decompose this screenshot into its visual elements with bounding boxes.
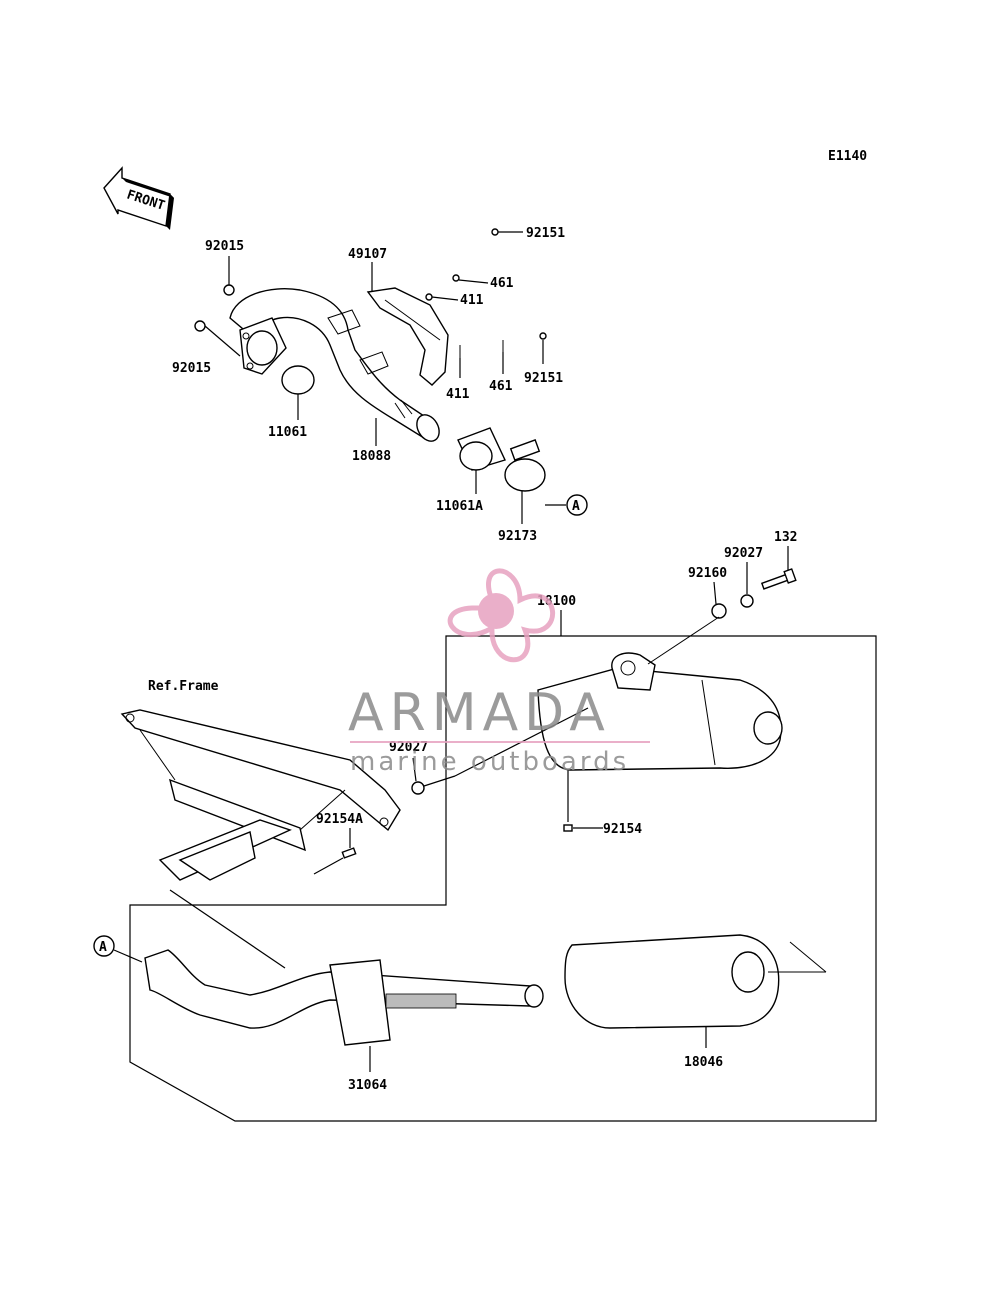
svg-text:A: A (572, 499, 580, 514)
label-411-top: 411 (460, 293, 484, 308)
label-31064: 31064 (348, 1078, 387, 1093)
label-11061a: 11061A (436, 499, 483, 514)
perforated-section (385, 993, 457, 1009)
label-92151-top: 92151 (526, 226, 565, 241)
silencer-body (564, 934, 827, 1029)
label-49107: 49107 (348, 247, 387, 262)
label-132: 132 (774, 530, 797, 545)
armada-logo (447, 568, 556, 663)
front-arrow-icon: FRONT (103, 166, 174, 230)
washer-top (452, 274, 460, 282)
header-flange (239, 317, 287, 375)
pipe-clamp (504, 439, 546, 492)
bolt-92154 (563, 770, 603, 832)
label-92027-left: 92027 (389, 740, 428, 755)
collar-top (425, 293, 433, 301)
diagram-code: E1140 (828, 149, 867, 164)
exhaust-header-pipe (229, 288, 440, 442)
label-92015-top: 92015 (205, 239, 244, 254)
axis-line-left (423, 775, 456, 787)
bolt-92154a (341, 847, 357, 859)
nut-top (223, 284, 235, 296)
damper-92160 (711, 603, 727, 619)
ref-frame-label: Ref.Frame (148, 679, 219, 694)
watermark-tagline: marine outboards (350, 747, 629, 777)
watermark-brand: ARMADA (348, 683, 611, 743)
leader-lines-upper (204, 231, 566, 524)
label-92173: 92173 (498, 529, 537, 544)
label-18088: 18088 (352, 449, 391, 464)
connector-sleeve (457, 427, 506, 471)
label-92154a: 92154A (316, 812, 363, 827)
bolt-bottom (539, 332, 547, 340)
label-461-top: 461 (490, 276, 514, 291)
nut-bottom (194, 320, 206, 332)
bolt-top (491, 228, 499, 236)
muffler-body (537, 616, 783, 771)
ref-marker-a-bottom: A (93, 935, 115, 957)
subframe (120, 709, 401, 881)
bolt-132 (760, 568, 797, 590)
label-11061: 11061 (268, 425, 307, 440)
label-92151-bottom: 92151 (524, 371, 563, 386)
assembly-outline (129, 610, 877, 1122)
gasket-ring (281, 365, 315, 395)
label-411-bottom: 411 (446, 387, 470, 402)
label-461-bottom: 461 (489, 379, 513, 394)
collar-92027-right (740, 594, 754, 608)
label-92027-right: 92027 (724, 546, 763, 561)
ref-marker-a-top: A (566, 494, 588, 516)
heat-guard (366, 287, 449, 386)
label-92154: 92154 (603, 822, 642, 837)
collar-92027-left (411, 781, 425, 795)
silencer-inner-pipe (144, 949, 544, 1046)
svg-text:A: A (99, 940, 107, 955)
label-18046: 18046 (684, 1055, 723, 1070)
label-92160: 92160 (688, 566, 727, 581)
label-92015-bottom: 92015 (172, 361, 211, 376)
